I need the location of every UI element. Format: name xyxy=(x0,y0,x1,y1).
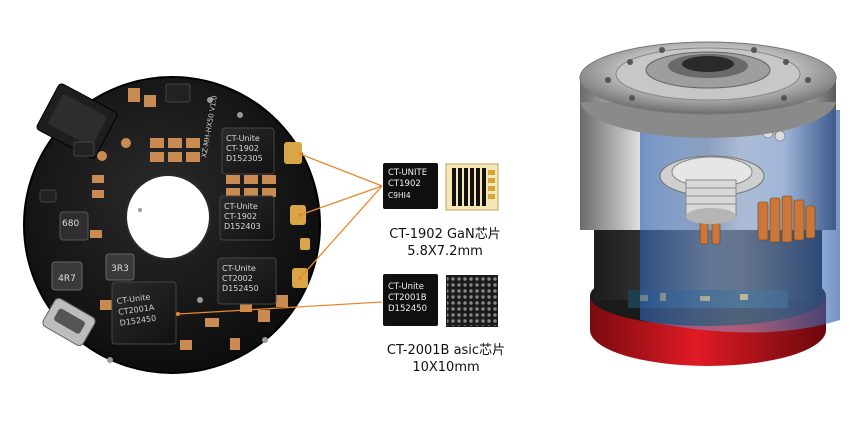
chip-line: C9HI4 xyxy=(388,191,411,200)
pcb-chip-1-label: CT-Unite CT-1902 D152305 xyxy=(226,134,274,164)
gan-chip-footprint xyxy=(445,163,499,211)
asic-chip-callout xyxy=(383,274,438,326)
pcb-chip-3-label: CT-Unite CT2002 D152450 xyxy=(222,264,274,294)
chip-line: CT-Unite xyxy=(222,264,256,273)
chip-line: CT-Unite xyxy=(388,282,424,292)
chip-line: CT-Unite xyxy=(226,134,260,143)
chip-line: CT-UNITE xyxy=(388,168,428,178)
callout-lines xyxy=(177,153,383,315)
pcb-chip-3 xyxy=(217,257,277,305)
inductor-label: 680 xyxy=(62,219,80,229)
pcb-chip-4 xyxy=(111,281,177,345)
chip-line: CT2001B xyxy=(388,293,427,303)
inductor-label: 3R3 xyxy=(111,264,129,274)
motor-coils xyxy=(699,195,816,245)
motor-illustration xyxy=(579,41,840,366)
asic-chip-marking: CT-Unite CT2001B D152450 xyxy=(388,282,438,315)
chip-line: CT-1902 xyxy=(224,212,257,221)
pcb-chip-2 xyxy=(219,195,275,241)
gan-caption: CT-1902 GaN芯片 5.8X7.2mm xyxy=(370,226,520,260)
chip-line: D152305 xyxy=(226,154,263,163)
chip-line: CT-Unite xyxy=(224,202,258,211)
chip-line: D152403 xyxy=(224,222,261,231)
copper-pads xyxy=(90,88,288,350)
gan-chip-marking: CT-UNITE CT1902 C9HI4 xyxy=(388,168,438,201)
pcb-chip-1 xyxy=(221,127,275,175)
pcb-center-hole xyxy=(125,174,211,260)
asic-caption-size: 10X10mm xyxy=(412,360,480,375)
chip-line: CT2002 xyxy=(222,274,253,283)
asic-caption: CT-2001B asic芯片 10X10mm xyxy=(366,342,526,376)
chip-line: D152450 xyxy=(222,284,259,293)
inductor-label: 4R7 xyxy=(58,274,76,284)
inductor xyxy=(51,211,135,291)
chip-line: D152450 xyxy=(388,304,427,314)
connector-block xyxy=(36,83,118,159)
pcb-chip-2-label: CT-Unite CT-1902 D152403 xyxy=(224,202,272,232)
motor-gears xyxy=(659,155,765,224)
asic-bga-footprint xyxy=(446,275,498,327)
usb-connector xyxy=(42,297,96,347)
chip-line: CT1902 xyxy=(388,179,421,189)
asic-caption-title: CT-2001B asic芯片 xyxy=(386,343,506,358)
gan-chip-callout xyxy=(383,163,438,209)
chip-line: CT-1902 xyxy=(226,144,259,153)
gan-caption-size: 5.8X7.2mm xyxy=(407,244,483,259)
gan-caption-title: CT-1902 GaN芯片 xyxy=(389,227,501,242)
